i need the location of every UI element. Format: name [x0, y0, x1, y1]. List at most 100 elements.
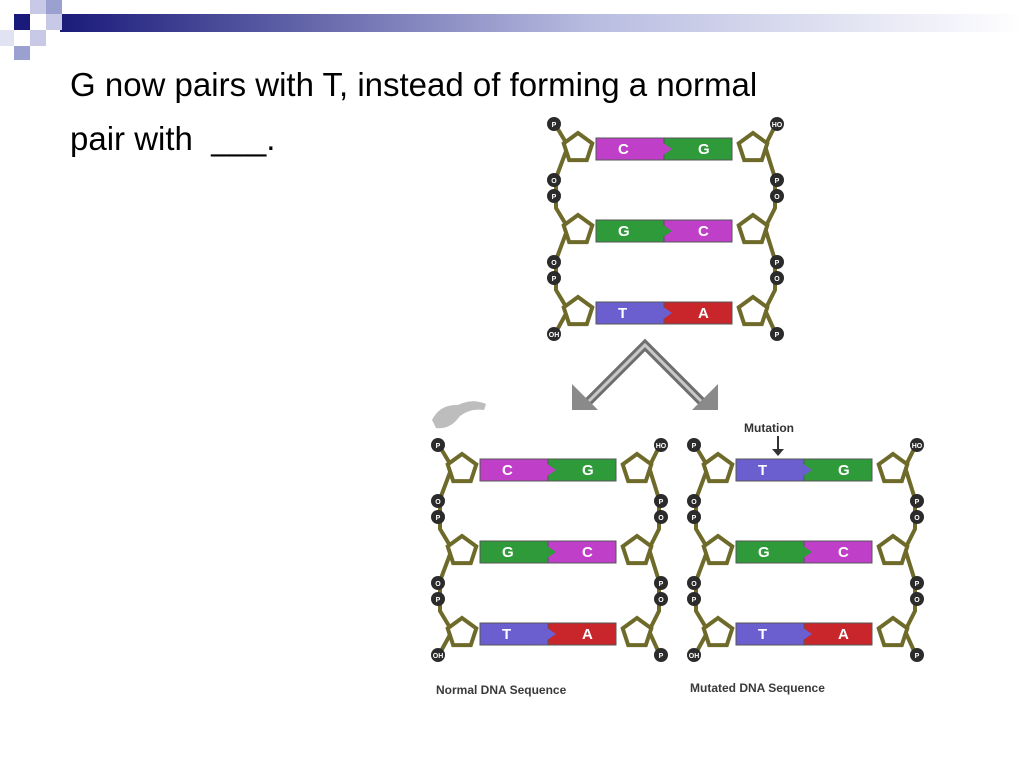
sugar-pentagon: [736, 294, 770, 327]
phosphate-tag-label: P: [436, 597, 441, 604]
phosphate-tag-label: P: [692, 443, 697, 450]
oxygen-tag-label: O: [435, 499, 441, 506]
base-junction: [540, 541, 556, 563]
oxygen-tag: [687, 576, 701, 590]
oxygen-tag-label: O: [435, 581, 441, 588]
base-C-block: [479, 458, 549, 482]
phosphate-tag: [770, 327, 784, 341]
phosphate-tag-label: P: [659, 581, 664, 588]
base-junction: [796, 459, 812, 481]
sugar-pentagon: [561, 212, 595, 245]
base-C-block: [595, 137, 665, 161]
base-junction: [796, 623, 812, 645]
base-letter: A: [582, 626, 593, 643]
phosphate-tag-label: P: [552, 194, 557, 201]
base-T-block: [735, 622, 805, 646]
hydroxyl-tag-label: HO: [656, 443, 667, 450]
base-junction: [656, 220, 672, 242]
phosphate-tag: [431, 438, 445, 452]
oxygen-tag-label: O: [914, 597, 920, 604]
phosphate-tag-label: P: [436, 515, 441, 522]
base-letter: T: [502, 626, 511, 643]
phosphate-tag-label: P: [775, 178, 780, 185]
base-letter: G: [838, 462, 850, 479]
base-letter: C: [582, 544, 593, 561]
sugar-pentagon: [876, 451, 910, 484]
slide-text-line-1: G now pairs with T, instead of forming a…: [70, 66, 758, 103]
sugar-pentagon: [561, 294, 595, 327]
base-G-block: [735, 540, 805, 564]
base-letter: C: [502, 462, 513, 479]
phosphate-tag-label: P: [915, 581, 920, 588]
base-letter: A: [698, 305, 709, 322]
oxygen-tag: [431, 576, 445, 590]
oxygen-tag-label: O: [551, 260, 557, 267]
slide-body-text: G now pairs with T, instead of forming a…: [70, 58, 930, 166]
hydroxyl-tag-label: HO: [772, 122, 783, 129]
sugar-pentagon: [701, 451, 735, 484]
phosphate-tag: [547, 189, 561, 203]
base-letter: G: [758, 544, 770, 561]
hydroxyl-tag: [770, 117, 784, 131]
phosphate-tag: [547, 271, 561, 285]
mutation-arrow-icon: [772, 436, 784, 456]
base-junction: [796, 541, 812, 563]
hydroxyl-tag: [431, 648, 445, 662]
oxygen-tag: [910, 510, 924, 524]
base-G-block: [595, 219, 665, 243]
base-letter: T: [758, 626, 767, 643]
phosphate-tag: [431, 510, 445, 524]
normal-dna-caption: Normal DNA Sequence: [436, 683, 567, 697]
oxygen-tag-label: O: [658, 515, 664, 522]
sugar-pentagon: [620, 615, 654, 648]
oxygen-tag: [547, 173, 561, 187]
sugar-pentagon: [701, 533, 735, 566]
base-T-block: [735, 458, 805, 482]
base-letter: T: [758, 462, 767, 479]
oxygen-tag-label: O: [551, 178, 557, 185]
base-junction: [540, 459, 556, 481]
base-junction: [656, 302, 672, 324]
base-letter: G: [618, 223, 630, 240]
phosphate-tag-label: P: [552, 122, 557, 129]
phosphate-tag: [687, 438, 701, 452]
slide-header-decoration: [0, 0, 1024, 60]
hydroxyl-tag: [687, 648, 701, 662]
oxygen-tag: [431, 494, 445, 508]
phosphate-tag: [687, 592, 701, 606]
hydroxyl-tag-label: OH: [549, 332, 560, 339]
mutated-dna-caption: Mutated DNA Sequence: [690, 681, 825, 695]
phosphate-tag-label: P: [692, 515, 697, 522]
phosphate-tag: [654, 648, 668, 662]
base-G-block: [479, 540, 549, 564]
hydroxyl-tag: [654, 438, 668, 452]
mutation-label: Mutation: [744, 421, 794, 435]
base-letter: C: [698, 223, 709, 240]
slide-text-line-2: pair with ___.: [70, 120, 276, 157]
sugar-pentagon: [445, 451, 479, 484]
phosphate-tag: [654, 494, 668, 508]
phosphate-tag-label: P: [775, 260, 780, 267]
phosphate-tag-label: P: [436, 443, 441, 450]
phosphate-tag: [431, 592, 445, 606]
oxygen-tag: [547, 255, 561, 269]
oxygen-tag: [910, 592, 924, 606]
base-letter: G: [502, 544, 514, 561]
oxygen-tag-label: O: [691, 499, 697, 506]
branch-arrow-icon: [572, 338, 718, 410]
base-letter: T: [618, 305, 627, 322]
oxygen-tag: [770, 271, 784, 285]
sugar-pentagon: [620, 533, 654, 566]
base-T-block: [595, 301, 665, 325]
base-letter: G: [698, 141, 710, 158]
hydroxyl-tag-label: OH: [689, 653, 700, 660]
phosphate-tag: [654, 576, 668, 590]
phosphate-tag: [770, 255, 784, 269]
phosphate-tag: [910, 648, 924, 662]
sugar-pentagon: [876, 615, 910, 648]
base-letter: A: [838, 626, 849, 643]
phosphate-tag-label: P: [659, 499, 664, 506]
sugar-pentagon: [701, 615, 735, 648]
